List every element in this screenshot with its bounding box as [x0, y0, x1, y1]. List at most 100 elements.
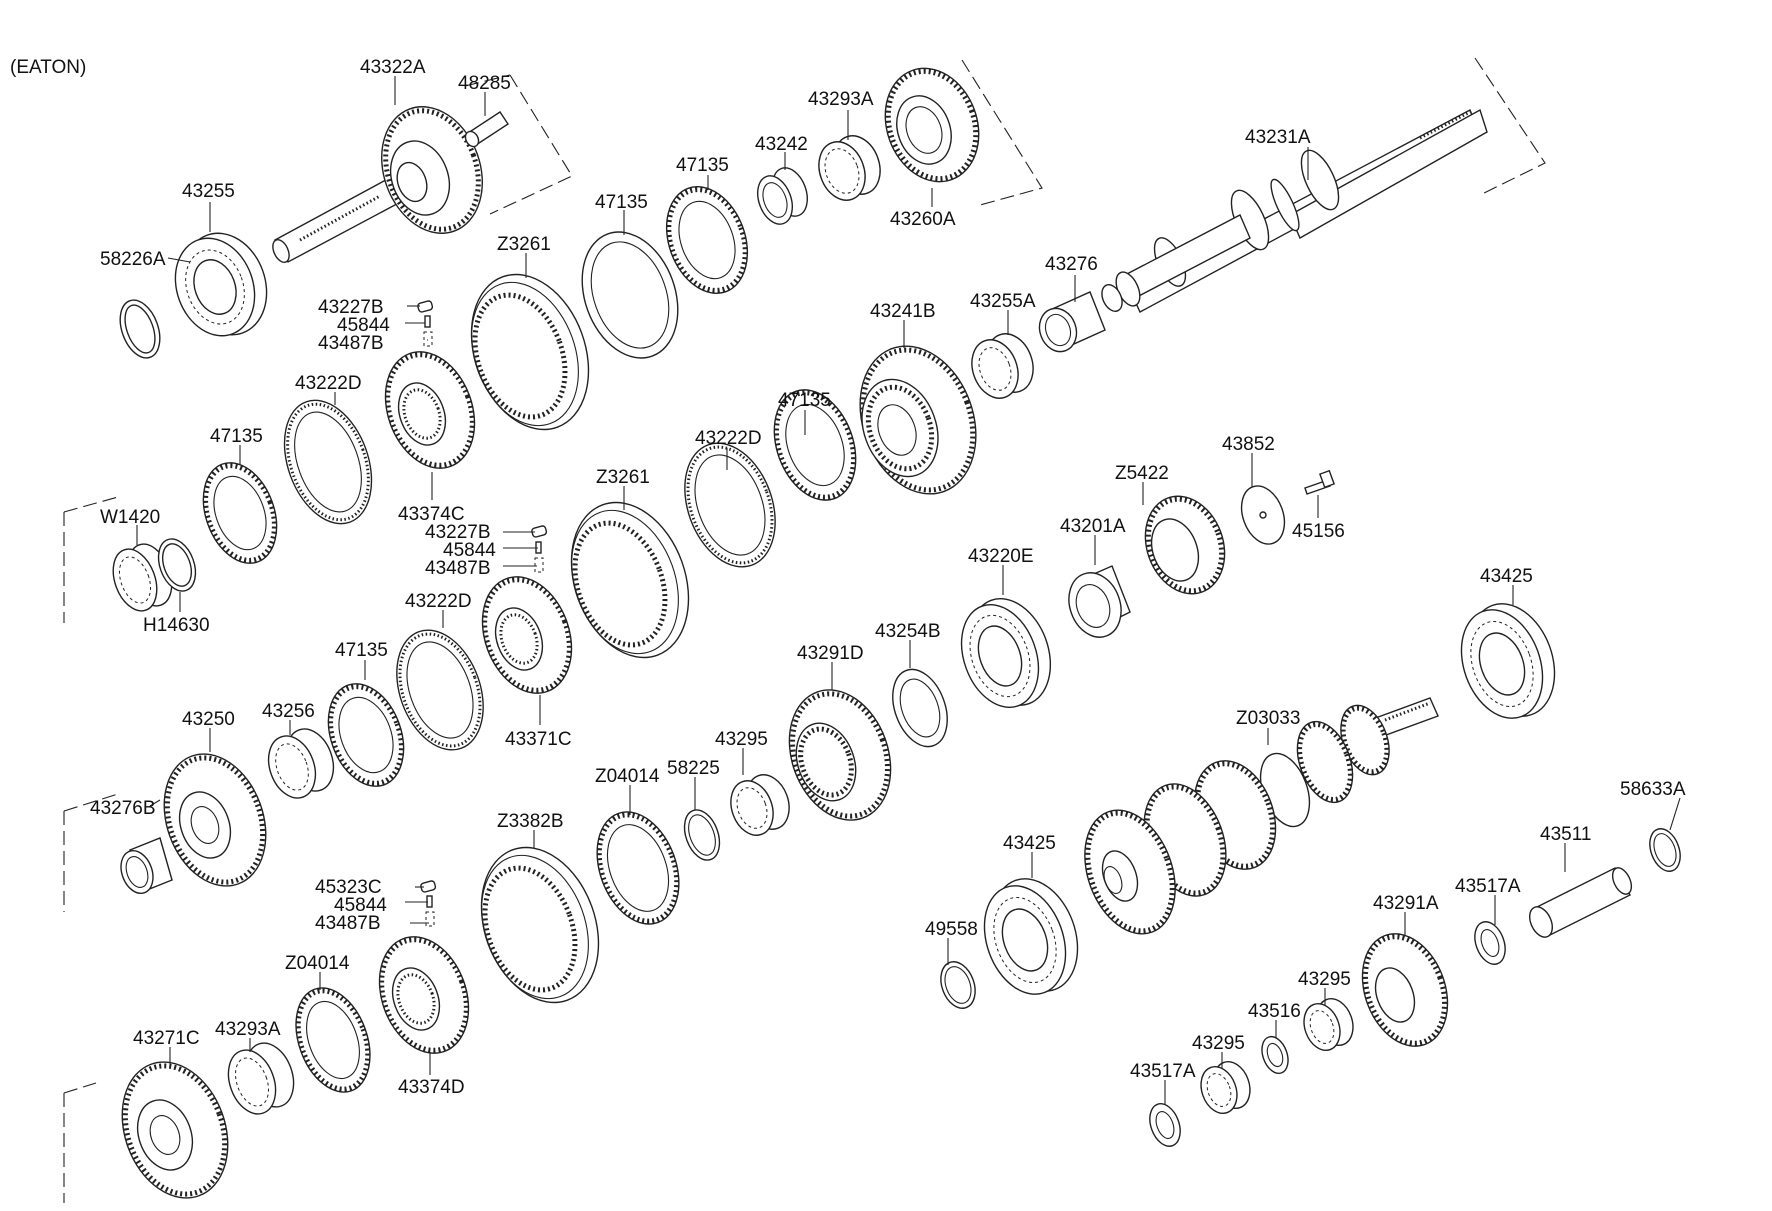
- label-47135-a: 47135: [676, 155, 729, 176]
- bearing-43425-top: [1460, 603, 1556, 719]
- label-43322A: 43322A: [360, 57, 426, 78]
- variant-label: (EATON): [10, 57, 86, 78]
- thrust-washer-43517A-a: [1474, 921, 1506, 965]
- thrust-washer-43517A-b: [1149, 1103, 1181, 1147]
- gear-43291A: [1361, 933, 1449, 1047]
- main-shaft-43231A: [1101, 108, 1488, 313]
- label-43293A-bottom: 43293A: [215, 1019, 281, 1040]
- label-43517A-a: 43517A: [1455, 876, 1521, 897]
- needle-bearing-43295-b: [1303, 998, 1354, 1051]
- synchro-ring-47135-b: [581, 231, 679, 359]
- snap-ring-58226A: [119, 299, 161, 359]
- label-45844-b: 45844: [443, 540, 496, 561]
- synchro-hub-43374C: [384, 351, 476, 469]
- needle-bearing-43295-a: [730, 774, 790, 836]
- snap-ring-H14630: [157, 538, 197, 592]
- detent-set-c: [420, 880, 437, 927]
- washer-43254B: [892, 668, 948, 748]
- sleeve-Z3261-b: [570, 501, 690, 659]
- label-43511: 43511: [1540, 824, 1591, 845]
- label-58633A: 58633A: [1620, 779, 1686, 800]
- label-43374D: 43374D: [398, 1077, 465, 1098]
- leader-lines: [136, 76, 1681, 1105]
- label-43487B-b: 43487B: [425, 558, 491, 579]
- label-43222D-a: 43222D: [295, 373, 362, 394]
- label-43201A: 43201A: [1060, 516, 1126, 537]
- label-Z04014-a: Z04014: [595, 766, 660, 787]
- label-Z3261-b: Z3261: [596, 467, 650, 488]
- label-43220E: 43220E: [968, 546, 1034, 567]
- label-47135-b: 47135: [595, 192, 648, 213]
- washer-43516: [1261, 1035, 1289, 1075]
- shaft-43511: [1528, 867, 1633, 938]
- washer-43852: [1240, 485, 1286, 545]
- label-43227B-a: 43227B: [318, 297, 384, 318]
- label-43260A: 43260A: [890, 209, 956, 230]
- label-45844-c: 45844: [334, 895, 387, 916]
- label-43255A: 43255A: [970, 291, 1036, 312]
- label-47135-c: 47135: [210, 426, 263, 447]
- label-43241B: 43241B: [870, 301, 936, 322]
- sleeve-Z3382B: [480, 846, 600, 1004]
- label-58225: 58225: [667, 758, 720, 779]
- label-H14630: H14630: [143, 615, 210, 636]
- needle-bearing-43295-c: [1200, 1061, 1251, 1114]
- snap-ring-58225: [683, 809, 721, 861]
- label-43254B: 43254B: [875, 621, 941, 642]
- synchro-ring-Z04014-b: [295, 987, 371, 1093]
- snap-ring-49558: [940, 961, 976, 1009]
- needle-bearing-43293A-top: [818, 135, 881, 201]
- ring-43222D-a: [283, 399, 373, 525]
- gear-Z5422: [1144, 495, 1226, 595]
- gear-43260A: [884, 67, 980, 183]
- label-43227B-b: 43227B: [425, 522, 491, 543]
- bearing-43425-bottom: [983, 878, 1079, 995]
- bolt-45156: [1304, 469, 1335, 495]
- gear-43291D: [788, 689, 892, 821]
- label-43276B: 43276B: [90, 798, 156, 819]
- label-43852: 43852: [1222, 434, 1275, 455]
- synchro-ring-Z04014-a: [596, 811, 680, 925]
- synchro-ring-47135-c: [202, 462, 278, 564]
- label-43293A-top: 43293A: [808, 89, 874, 110]
- label-49558: 49558: [925, 919, 978, 940]
- ring-43222D-b: [684, 442, 776, 568]
- label-43295-a: 43295: [715, 729, 768, 750]
- gear-43241B: [859, 345, 977, 495]
- gear-43250: [163, 753, 267, 887]
- label-43255: 43255: [182, 181, 235, 202]
- label-43425-bottom: 43425: [1003, 833, 1056, 854]
- bushing-43276B: [120, 837, 173, 895]
- synchro-ring-47135-d: [773, 389, 857, 501]
- needle-bearing-43293A-bottom: [227, 1042, 295, 1115]
- label-45156: 45156: [1292, 521, 1345, 542]
- label-43231A: 43231A: [1245, 127, 1311, 148]
- label-43295-b: 43295: [1298, 969, 1351, 990]
- label-Z04014-b: Z04014: [285, 953, 350, 974]
- label-Z3261-a: Z3261: [497, 234, 551, 255]
- label-43271C: 43271C: [133, 1028, 200, 1049]
- label-Z03033: Z03033: [1236, 708, 1300, 729]
- synchro-ring-47135-a: [665, 186, 749, 294]
- label-43291D: 43291D: [797, 643, 864, 664]
- needle-bearing-43256: [267, 728, 335, 799]
- label-43487B-c: 43487B: [315, 913, 381, 934]
- label-48285: 48285: [458, 73, 511, 94]
- label-43291A: 43291A: [1373, 893, 1439, 914]
- label-43276: 43276: [1045, 254, 1098, 275]
- bushing-43276: [1038, 291, 1106, 353]
- snap-ring-58633A: [1649, 828, 1681, 872]
- label-W1420: W1420: [100, 507, 160, 528]
- pin-48285: [464, 111, 509, 148]
- input-gear-shaft-43322A: [272, 106, 483, 263]
- label-43516: 43516: [1248, 1001, 1301, 1022]
- label-43374C: 43374C: [398, 504, 465, 525]
- needle-bearing-43255A: [971, 333, 1034, 399]
- label-45323C: 45323C: [315, 877, 382, 898]
- label-43517A-b: 43517A: [1130, 1061, 1196, 1082]
- bushing-43242: [757, 167, 808, 225]
- gear-43271C: [121, 1061, 229, 1199]
- synchro-hub-43371C: [481, 576, 573, 694]
- countershaft-Z03033: [1084, 697, 1439, 935]
